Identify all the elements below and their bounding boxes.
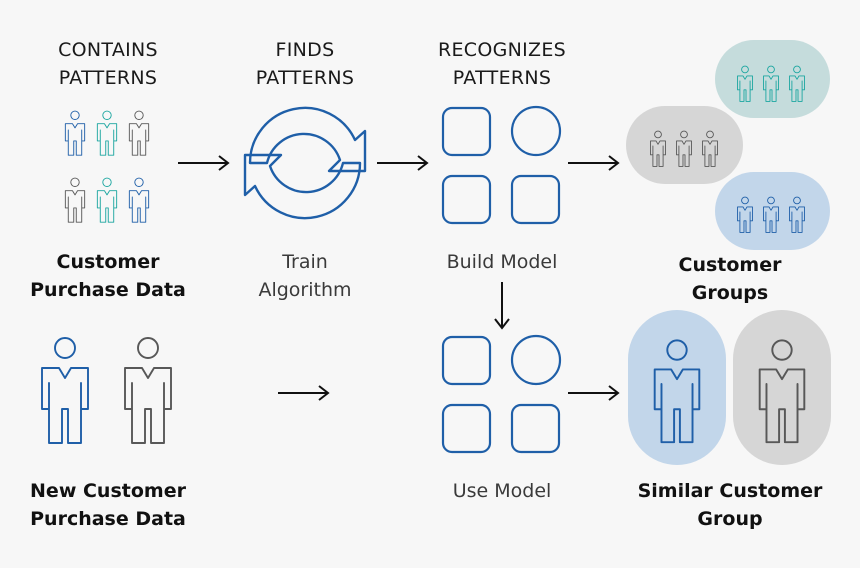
customer-data-people	[64, 110, 150, 223]
square-shape-icon	[441, 174, 492, 225]
person-icon	[41, 337, 89, 444]
new-customer-people	[41, 337, 172, 444]
header-recognizes-line1: RECOGNIZES	[438, 39, 566, 61]
header-recognizes-patterns: RECOGNIZES PATTERNS	[438, 39, 566, 89]
cluster-gray-large	[733, 310, 831, 465]
arrow-right-icon	[568, 155, 620, 171]
person-icon	[128, 177, 150, 223]
circle-shape-icon	[510, 105, 562, 157]
square-shape-icon	[441, 403, 492, 454]
label-new-customer-line2: Purchase Data	[30, 508, 186, 530]
build-model-shapes	[441, 105, 562, 225]
label-groups-line1: Customer	[679, 254, 783, 276]
label-customer-purchase-data: Customer Purchase Data	[30, 251, 186, 301]
label-train-algorithm: Train Algorithm	[258, 251, 351, 301]
header-contains-line2: PATTERNS	[59, 67, 158, 89]
cluster-blue-large	[628, 310, 726, 465]
cluster-gray	[626, 106, 743, 184]
arrow-right-icon	[568, 385, 620, 401]
arrow-right-icon	[377, 155, 429, 171]
header-contains-patterns: CONTAINS PATTERNS	[58, 39, 158, 89]
arrow-down-icon	[494, 282, 510, 330]
label-use-model: Use Model	[453, 480, 552, 502]
person-icon	[64, 177, 86, 223]
square-shape-icon	[510, 403, 561, 454]
header-recognizes-line2: PATTERNS	[453, 67, 552, 89]
circle-shape-icon	[510, 334, 562, 386]
customer-groups-clusters	[626, 40, 830, 250]
label-new-customer-purchase-data: New Customer Purchase Data	[30, 480, 187, 530]
square-shape-icon	[441, 335, 492, 386]
arrow-right-icon	[278, 385, 330, 401]
square-shape-icon	[441, 106, 492, 157]
person-icon	[96, 177, 118, 223]
header-contains-line1: CONTAINS	[58, 39, 158, 61]
label-build-model: Build Model	[447, 251, 558, 273]
person-icon	[96, 110, 118, 156]
person-icon	[128, 110, 150, 156]
person-icon	[124, 337, 172, 444]
label-similar-line1: Similar Customer	[638, 480, 823, 502]
label-similar-customer-group: Similar Customer Group	[638, 480, 823, 530]
square-shape-icon	[510, 174, 561, 225]
cycle-arrows-icon	[243, 106, 367, 220]
label-customer-line2: Purchase Data	[30, 279, 186, 301]
label-customer-line1: Customer	[57, 251, 161, 273]
use-model-shapes	[441, 334, 562, 454]
header-finds-patterns: FINDS PATTERNS	[256, 39, 355, 89]
header-finds-line1: FINDS	[276, 39, 335, 61]
label-customer-groups: Customer Groups	[679, 254, 783, 304]
person-icon	[64, 110, 86, 156]
label-train-line2: Algorithm	[258, 279, 351, 301]
label-groups-line2: Groups	[692, 282, 768, 304]
header-finds-line2: PATTERNS	[256, 67, 355, 89]
cluster-blue	[715, 172, 830, 250]
label-similar-line2: Group	[697, 508, 762, 530]
label-new-customer-line1: New Customer	[30, 480, 187, 502]
cluster-teal	[715, 40, 830, 118]
label-train-line1: Train	[281, 251, 328, 273]
similar-customer-group	[628, 310, 831, 465]
arrow-right-icon	[178, 155, 230, 171]
